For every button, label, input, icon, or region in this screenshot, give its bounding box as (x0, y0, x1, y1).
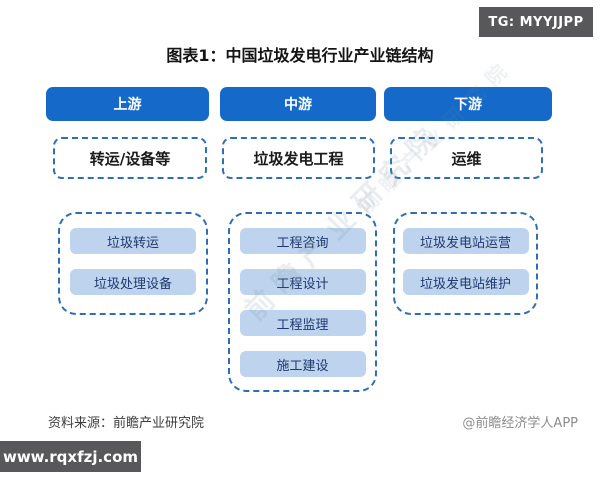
downstream-group: 垃圾发电站运营 垃圾发电站维护 (393, 212, 538, 315)
item-box: 垃圾转运 (70, 228, 196, 254)
item-box: 垃圾处理设备 (70, 269, 196, 295)
watermark: 前瞻产业研究院 (353, 52, 519, 219)
header-upstream: 上游 (46, 87, 209, 121)
source-note: 资料来源：前瞻产业研究院 (48, 416, 205, 431)
upstream-group: 垃圾转运 垃圾处理设备 (58, 212, 208, 315)
category-downstream: 运维 (390, 137, 543, 179)
item-box: 垃圾发电站运营 (402, 228, 529, 254)
item-box: 工程监理 (239, 310, 366, 336)
item-box: 施工建设 (239, 351, 366, 377)
item-box: 工程设计 (239, 269, 366, 295)
category-upstream: 转运/设备等 (53, 137, 207, 179)
header-downstream: 下游 (384, 87, 552, 121)
item-box: 工程咨询 (239, 228, 366, 254)
item-box: 垃圾发电站维护 (402, 269, 529, 295)
telegram-badge: TG: MYYJJPP (479, 7, 593, 37)
midstream-group: 工程咨询 工程设计 工程监理 施工建设 (228, 212, 377, 392)
website-badge: www.rqxfzj.com (0, 441, 141, 472)
figure-title: 图表1：中国垃圾发电行业产业链结构 (166, 46, 434, 65)
category-midstream: 垃圾发电工程 (222, 137, 375, 179)
credit-note: @前瞻经济学人APP (462, 416, 578, 431)
header-midstream: 中游 (220, 87, 376, 121)
